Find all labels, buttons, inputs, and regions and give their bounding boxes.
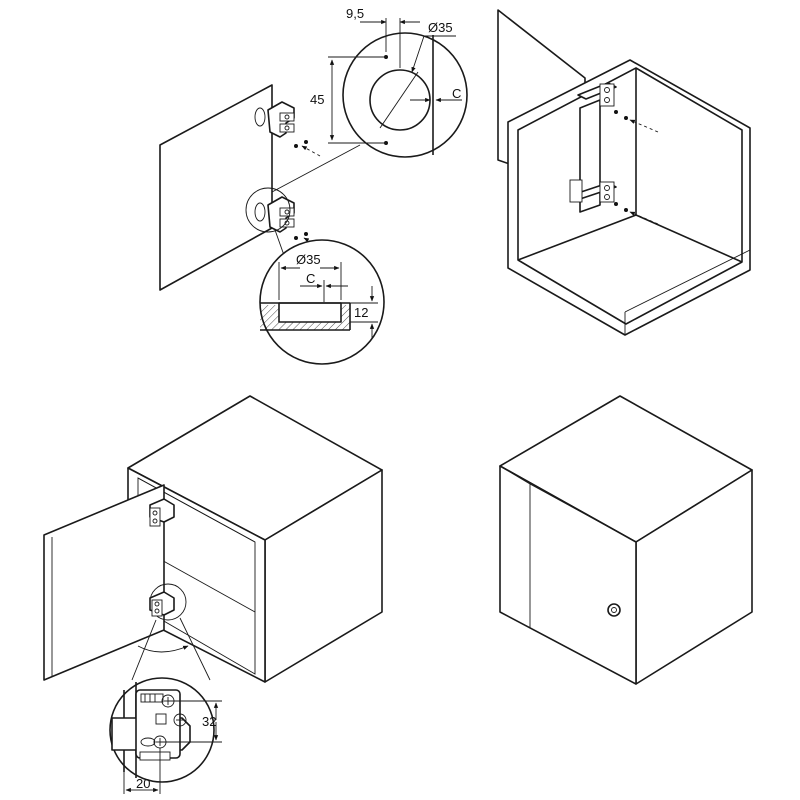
dim-distance-label: C [452, 86, 461, 101]
plate-dim-width-label: 20 [136, 776, 150, 791]
bore-section-detail: Ø35 C 12 [259, 239, 385, 365]
section-dim-depth-label: 12 [354, 305, 368, 320]
lower-hinge [267, 196, 295, 233]
dim-height-label: 45 [310, 92, 324, 107]
dim-offset-label: 9,5 [346, 6, 364, 21]
mounted-upper-hinge [577, 82, 617, 107]
mount-plate-detail: 32 20 [109, 677, 222, 794]
upper-hinge [267, 101, 295, 138]
section-dim-distance-label: C [306, 271, 315, 286]
door-knob [607, 603, 621, 617]
closed-cabinet-view [499, 395, 753, 685]
section-dim-bore-dia-label: Ø35 [296, 252, 321, 267]
bore-position-detail: 9,5 Ø35 45 C [310, 6, 468, 158]
mounted-lower-hinge [569, 179, 617, 203]
dim-bore-dia-label: Ø35 [428, 20, 453, 35]
cabinet-interior-view [497, 9, 751, 336]
plate-dim-height-label: 32 [202, 714, 216, 729]
open-door-cabinet-view [43, 395, 383, 683]
cabinet-lower-hinge [149, 583, 187, 621]
cabinet-upper-hinge [149, 498, 175, 527]
door-panel-drilling-view [159, 84, 361, 291]
